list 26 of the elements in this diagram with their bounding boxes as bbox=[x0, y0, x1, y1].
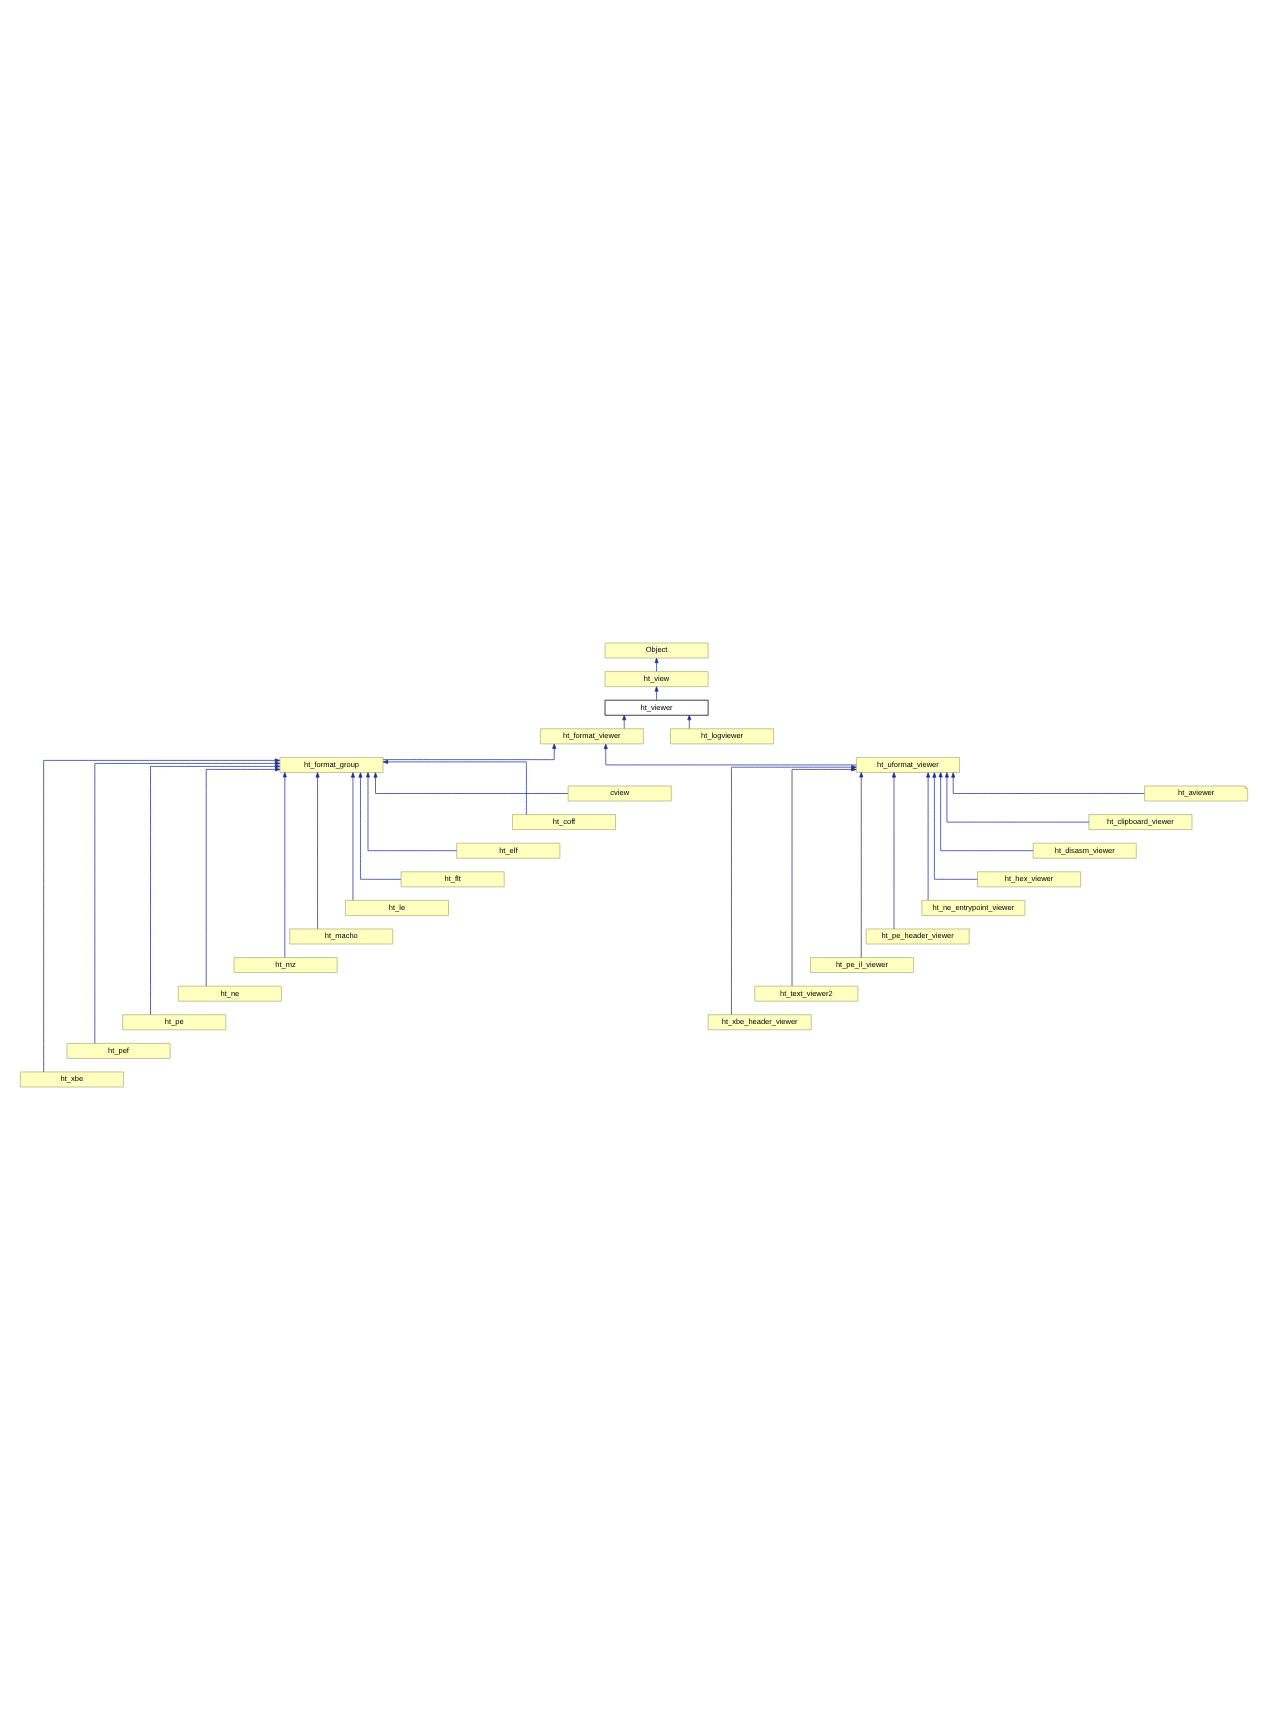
arrow bbox=[687, 713, 692, 728]
arrow bbox=[315, 771, 320, 929]
arrow bbox=[358, 771, 402, 879]
arrow bbox=[944, 771, 1090, 822]
arrow bbox=[43, 757, 281, 1072]
arrow bbox=[603, 742, 857, 765]
arrow bbox=[366, 771, 458, 851]
arrow bbox=[951, 771, 1145, 793]
arrow bbox=[94, 760, 281, 1043]
arrow bbox=[382, 758, 527, 814]
arrow bbox=[938, 771, 1034, 851]
arrow bbox=[373, 771, 569, 793]
arrow bbox=[150, 763, 281, 1014]
arrow bbox=[932, 771, 978, 879]
arrow bbox=[351, 771, 355, 900]
arrow bbox=[282, 771, 287, 957]
arrow bbox=[926, 771, 931, 900]
arrow bbox=[791, 766, 857, 986]
arrow bbox=[382, 742, 557, 760]
arrow bbox=[654, 656, 659, 671]
arrow bbox=[859, 771, 864, 957]
arrow bbox=[622, 713, 627, 728]
arrow bbox=[205, 766, 281, 986]
arrow bbox=[892, 771, 896, 929]
arrow bbox=[654, 685, 659, 700]
arrow bbox=[731, 764, 857, 1014]
